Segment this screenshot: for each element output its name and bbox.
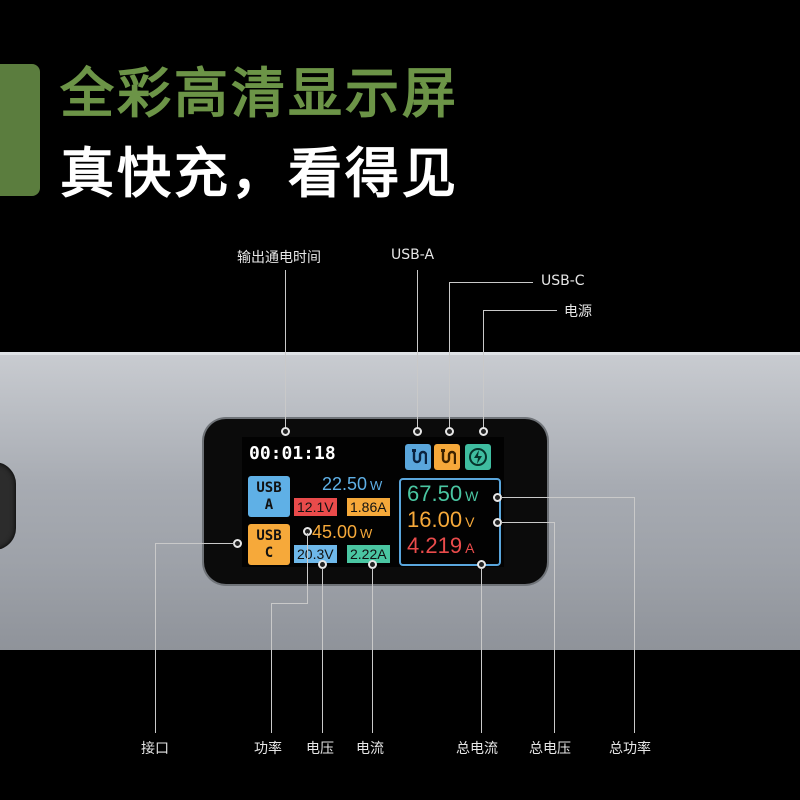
callout-line-port-v <box>155 543 156 733</box>
green-accent-tab <box>0 64 40 196</box>
usb-c-label-top: USB <box>256 527 282 544</box>
callout-line-voltage <box>322 568 323 733</box>
headline-subtitle: 真快充，看得见 <box>60 142 459 205</box>
usb-c-current: 2.22A <box>347 545 390 563</box>
callout-dot-output-time <box>281 427 290 436</box>
callout-total-voltage: 总电压 <box>529 741 571 757</box>
callout-line-port-h <box>155 543 235 544</box>
usb-a-label-top: USB <box>256 479 282 496</box>
callout-voltage: 电压 <box>306 741 334 757</box>
headline-title: 全彩高清显示屏 <box>60 62 459 125</box>
total-voltage-unit: V <box>465 514 475 530</box>
housing-edge <box>0 352 800 355</box>
usb-a-cable-icon <box>405 444 431 470</box>
callout-dot-power-source <box>479 427 488 436</box>
total-current-unit: A <box>465 540 475 556</box>
callout-line-power-v <box>483 310 484 431</box>
callout-total-power: 总功率 <box>609 741 651 757</box>
callout-line-power-c <box>271 603 272 733</box>
callout-line-total-voltage-v <box>554 522 555 733</box>
usb-c-port-label: USB C <box>248 524 290 565</box>
side-knob <box>0 462 16 550</box>
usb-c-power-unit: W <box>360 526 373 541</box>
callout-line-total-voltage-h <box>501 522 554 523</box>
callout-usb-c: USB-C <box>541 273 585 289</box>
total-power-unit: W <box>465 488 479 504</box>
callout-power-source: 电源 <box>564 304 592 320</box>
callout-line-total-power-h <box>501 497 634 498</box>
total-current-value: 4.219 <box>407 533 463 558</box>
usb-c-cable-icon <box>434 444 460 470</box>
callout-total-current: 总电流 <box>456 741 498 757</box>
callout-line-power-h <box>483 310 557 311</box>
callout-usb-a: USB-A <box>391 247 435 263</box>
callout-line-power-a <box>307 533 308 603</box>
usb-a-voltage: 12.1V <box>294 498 337 516</box>
callout-line-total-power-v <box>634 497 635 733</box>
callout-line-total-current <box>481 568 482 733</box>
total-power-value: 67.50 <box>407 481 463 506</box>
callout-line-usb-c-v <box>449 282 450 431</box>
power-bolt-icon <box>465 444 491 470</box>
usb-a-power-value: 22.50 <box>322 474 368 494</box>
callout-line-power-b <box>271 603 308 604</box>
callout-line-current <box>372 568 373 733</box>
usb-c-label-bottom: C <box>264 544 274 561</box>
usb-c-power-value: 45.00 <box>312 522 358 542</box>
callout-output-time: 输出通电时间 <box>237 250 321 266</box>
callout-line-usb-c-h <box>449 282 533 283</box>
usb-a-port-label: USB A <box>248 476 290 517</box>
callout-line-output-time <box>285 270 286 431</box>
callout-dot-usb-a <box>413 427 422 436</box>
callout-power: 功率 <box>254 741 282 757</box>
callout-port: 接口 <box>141 741 169 757</box>
usb-a-current: 1.86A <box>347 498 390 516</box>
callout-current: 电流 <box>356 741 384 757</box>
callout-line-usb-a <box>417 270 418 432</box>
usb-a-label-bottom: A <box>264 496 274 513</box>
total-voltage-value: 16.00 <box>407 507 463 532</box>
usb-a-power-unit: W <box>370 478 383 493</box>
callout-dot-usb-c <box>445 427 454 436</box>
output-timer: 00:01:18 <box>249 443 336 464</box>
usb-c-voltage: 20.3V <box>294 545 337 563</box>
